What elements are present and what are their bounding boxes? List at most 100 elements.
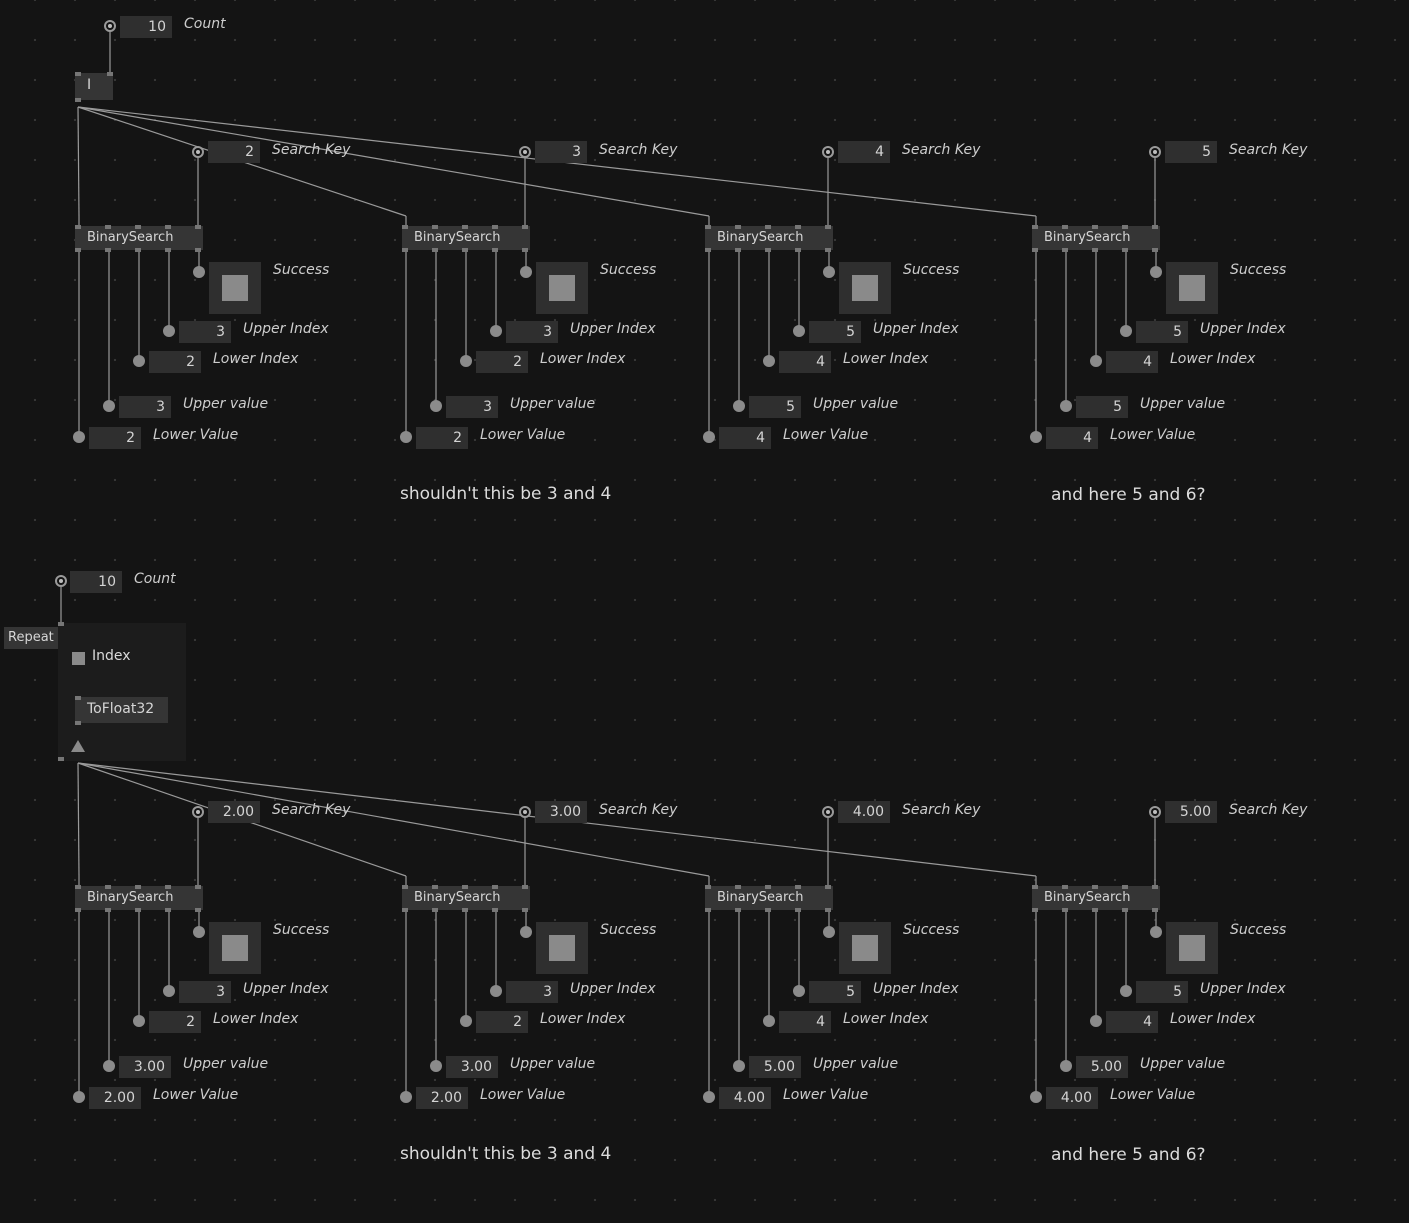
upper-value-pin[interactable]: [103, 1060, 115, 1072]
success-pin[interactable]: [1150, 266, 1162, 278]
output-pin[interactable]: [795, 248, 801, 252]
binary-search-node[interactable]: BinarySearch: [1032, 226, 1160, 250]
input-pin[interactable]: [1092, 225, 1098, 229]
lower-index-pin[interactable]: [133, 355, 145, 367]
input-pin[interactable]: [462, 225, 468, 229]
input-pin[interactable]: [795, 885, 801, 889]
search-key-input[interactable]: 2.00: [208, 801, 260, 823]
lower-index-pin[interactable]: [1090, 355, 1102, 367]
input-pin[interactable]: [705, 225, 711, 229]
input-pin[interactable]: [1062, 225, 1068, 229]
output-pin[interactable]: [402, 248, 408, 252]
output-pin[interactable]: [522, 248, 528, 252]
iota-node[interactable]: I: [75, 73, 113, 100]
input-pin[interactable]: [1122, 225, 1128, 229]
input-pin[interactable]: [1122, 885, 1128, 889]
repeat-output-icon[interactable]: [71, 740, 85, 752]
input-pin[interactable]: [1032, 225, 1038, 229]
input-pin[interactable]: [492, 225, 498, 229]
upper-index-pin[interactable]: [163, 985, 175, 997]
binary-search-node[interactable]: BinarySearch: [402, 886, 530, 910]
search-key-pin[interactable]: [519, 806, 531, 818]
binary-search-node[interactable]: BinarySearch: [75, 886, 203, 910]
input-pin[interactable]: [75, 72, 81, 76]
input-pin[interactable]: [432, 885, 438, 889]
output-pin[interactable]: [1122, 908, 1128, 912]
output-pin[interactable]: [705, 908, 711, 912]
binary-search-node[interactable]: BinarySearch: [75, 226, 203, 250]
upper-value-pin[interactable]: [1060, 1060, 1072, 1072]
lower-index-pin[interactable]: [460, 1015, 472, 1027]
input-pin[interactable]: [58, 622, 64, 626]
input-pin[interactable]: [462, 885, 468, 889]
output-pin[interactable]: [165, 908, 171, 912]
success-checkbox[interactable]: [209, 922, 261, 974]
input-pin[interactable]: [75, 225, 81, 229]
input-pin[interactable]: [195, 225, 201, 229]
upper-index-pin[interactable]: [1120, 325, 1132, 337]
upper-index-pin[interactable]: [1120, 985, 1132, 997]
success-pin[interactable]: [1150, 926, 1162, 938]
output-pin[interactable]: [522, 908, 528, 912]
repeat-label[interactable]: Repeat: [4, 627, 58, 649]
output-pin[interactable]: [1152, 248, 1158, 252]
tofloat32-node[interactable]: ToFloat32: [75, 697, 168, 723]
output-pin[interactable]: [825, 248, 831, 252]
input-pin[interactable]: [522, 885, 528, 889]
success-checkbox[interactable]: [839, 262, 891, 314]
lower-value-pin[interactable]: [73, 431, 85, 443]
upper-value-pin[interactable]: [103, 400, 115, 412]
search-key-pin[interactable]: [1149, 806, 1161, 818]
success-pin[interactable]: [193, 926, 205, 938]
lower-value-pin[interactable]: [1030, 431, 1042, 443]
input-pin[interactable]: [1092, 885, 1098, 889]
lower-value-pin[interactable]: [400, 1091, 412, 1103]
output-pin[interactable]: [402, 908, 408, 912]
output-pin[interactable]: [1122, 248, 1128, 252]
input-pin[interactable]: [165, 885, 171, 889]
lower-index-pin[interactable]: [763, 1015, 775, 1027]
input-pin[interactable]: [825, 225, 831, 229]
success-pin[interactable]: [193, 266, 205, 278]
output-pin[interactable]: [1032, 908, 1038, 912]
repeat-region[interactable]: [58, 623, 186, 761]
input-pin[interactable]: [75, 885, 81, 889]
input-pin[interactable]: [735, 225, 741, 229]
output-pin[interactable]: [75, 248, 81, 252]
success-checkbox[interactable]: [536, 262, 588, 314]
input-pin[interactable]: [165, 225, 171, 229]
binary-search-node[interactable]: BinarySearch: [705, 886, 833, 910]
success-pin[interactable]: [823, 926, 835, 938]
output-pin[interactable]: [432, 248, 438, 252]
binary-search-node[interactable]: BinarySearch: [1032, 886, 1160, 910]
output-pin[interactable]: [195, 908, 201, 912]
output-pin[interactable]: [765, 248, 771, 252]
count-input[interactable]: 10: [120, 16, 172, 38]
upper-index-pin[interactable]: [490, 325, 502, 337]
input-pin[interactable]: [1032, 885, 1038, 889]
upper-value-pin[interactable]: [430, 400, 442, 412]
upper-value-pin[interactable]: [430, 1060, 442, 1072]
input-pin[interactable]: [765, 225, 771, 229]
output-pin[interactable]: [58, 757, 64, 761]
input-pin[interactable]: [735, 885, 741, 889]
output-pin[interactable]: [1062, 908, 1068, 912]
upper-index-pin[interactable]: [163, 325, 175, 337]
search-key-pin[interactable]: [192, 806, 204, 818]
lower-value-pin[interactable]: [1030, 1091, 1042, 1103]
output-pin[interactable]: [1092, 248, 1098, 252]
output-pin[interactable]: [135, 908, 141, 912]
count-pin[interactable]: [104, 20, 116, 32]
input-pin[interactable]: [107, 72, 113, 76]
output-pin[interactable]: [492, 908, 498, 912]
output-pin[interactable]: [1062, 248, 1068, 252]
output-pin[interactable]: [705, 248, 711, 252]
upper-index-pin[interactable]: [793, 325, 805, 337]
output-pin[interactable]: [825, 908, 831, 912]
success-checkbox[interactable]: [839, 922, 891, 974]
search-key-input[interactable]: 5: [1165, 141, 1217, 163]
output-pin[interactable]: [735, 248, 741, 252]
output-pin[interactable]: [765, 908, 771, 912]
search-key-input[interactable]: 3: [535, 141, 587, 163]
lower-value-pin[interactable]: [73, 1091, 85, 1103]
